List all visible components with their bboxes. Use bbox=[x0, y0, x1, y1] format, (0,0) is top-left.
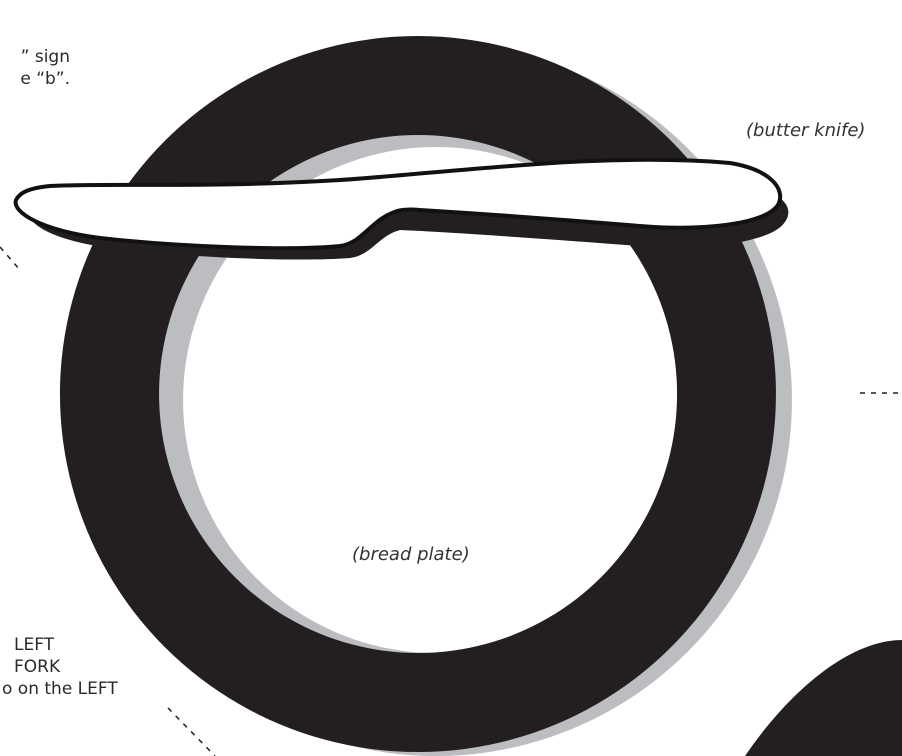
note-top-left: ” sign e “b”. bbox=[20, 46, 70, 90]
note-top-left-line-1: ” sign bbox=[20, 46, 70, 68]
note-bottom-left-line-1: LEFT bbox=[0, 634, 118, 656]
note-bottom-left-line-2: FORK bbox=[0, 656, 118, 678]
note-bottom-left-line-3: o on the LEFT bbox=[0, 678, 118, 700]
note-bottom-left: LEFT FORK o on the LEFT bbox=[0, 634, 118, 700]
leader-line-left bbox=[0, 247, 20, 270]
note-top-left-line-2: e “b”. bbox=[20, 68, 70, 90]
dinner-plate-edge bbox=[745, 640, 902, 756]
bread-plate-label: (bread plate) bbox=[352, 544, 470, 566]
leader-line-bottom-left bbox=[168, 708, 215, 756]
butter-knife-label: (butter knife) bbox=[746, 120, 865, 142]
